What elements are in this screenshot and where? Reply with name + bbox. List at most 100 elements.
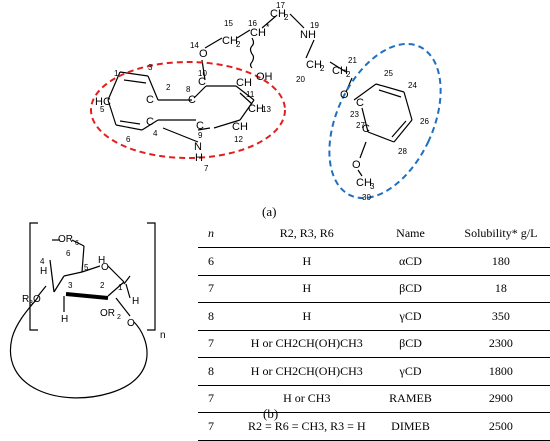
cell-substituents: H xyxy=(244,247,370,276)
table-header-row: n R2, R3, R6 Name Solubility* g/L xyxy=(198,220,550,248)
cell-name: γCD xyxy=(369,357,452,386)
table-row: 6 H αCD 180 xyxy=(198,247,550,276)
cd-pos-1: 1 xyxy=(118,283,123,292)
cell-name: βCD xyxy=(369,330,452,358)
cd-pos-2: 2 xyxy=(100,281,105,290)
cd-pos-4: 4 xyxy=(40,257,45,266)
cd-n: n xyxy=(160,330,166,341)
atom-nh: NH xyxy=(300,29,316,41)
cell-solubility: 2500 xyxy=(451,412,550,441)
num-10: 10 xyxy=(198,69,207,78)
num-17: 17 xyxy=(276,1,285,10)
caption-a: (a) xyxy=(262,204,277,219)
table-row: 7 H βCD 18 xyxy=(198,275,550,303)
header-solubility: Solubility* g/L xyxy=(451,220,550,248)
atom-o29: O xyxy=(352,159,361,171)
cell-substituents: H or CH3 xyxy=(244,385,370,413)
cell-solubility: 180 xyxy=(451,247,550,276)
cell-solubility: 1800 xyxy=(451,357,550,386)
cell-substituents: H xyxy=(244,275,370,303)
cd-h-bottom: H xyxy=(61,314,68,325)
carbazole-highlight xyxy=(90,61,286,159)
cd-o-bottom: O xyxy=(127,318,135,329)
cell-name: βCD xyxy=(369,275,452,303)
atom-ch2-17-sub: 2 xyxy=(284,13,289,22)
cell-solubility: 18 xyxy=(451,275,550,303)
num-11: 11 xyxy=(246,90,255,99)
cell-name: RAMEB xyxy=(369,385,452,413)
atom-c27: C xyxy=(362,123,370,135)
cd-r3o-sub: 3 xyxy=(29,300,33,307)
atom-ch-13: CH xyxy=(248,103,264,115)
atom-ch2-20: CH xyxy=(306,59,322,71)
cd-h-left: H xyxy=(40,266,47,277)
num-19: 19 xyxy=(310,21,319,30)
cd-or6: OR xyxy=(58,234,73,245)
num-6: 6 xyxy=(126,135,131,144)
num-24: 24 xyxy=(408,81,417,90)
atom-o22: O xyxy=(340,89,349,101)
num-9: 9 xyxy=(198,131,203,140)
cd-or2-sub: 2 xyxy=(117,314,121,321)
num-12: 12 xyxy=(234,135,243,144)
table-row: 7 H or CH2CH(OH)CH3 βCD 2300 xyxy=(198,330,550,358)
carvedilol-structure: HC C C C C C CH CH CH N H O CH 2 CH * OH… xyxy=(90,1,442,202)
num-1: 1 xyxy=(114,69,119,78)
cell-substituents: H or CH2CH(OH)CH3 xyxy=(244,330,370,358)
cd-r3o-o: O xyxy=(33,294,41,305)
cell-n: 7 xyxy=(198,275,245,303)
cd-or6-sub: 6 xyxy=(75,240,79,247)
atom-h: H xyxy=(195,152,203,164)
num-4: 4 xyxy=(153,129,158,138)
atom-ch2-21-sub: 2 xyxy=(346,70,351,79)
cell-substituents: H xyxy=(244,302,370,331)
table-row: 8 H γCD 350 xyxy=(198,302,550,331)
cell-solubility: 350 xyxy=(451,302,550,331)
header-name: Name xyxy=(369,220,452,248)
atom-ch-16: CH xyxy=(250,27,266,39)
caption-b: (b) xyxy=(263,406,279,421)
table-row: 7 H or CH3 RAMEB 2900 xyxy=(198,385,550,413)
header-substituents: R2, R3, R6 xyxy=(244,220,370,248)
methoxyphenoxy-highlight xyxy=(328,42,442,200)
num-15: 15 xyxy=(224,19,233,28)
cd-pos-5: 5 xyxy=(84,263,89,272)
table-row: 7 R2 = R6 = CH3, R3 = H DIMEB 2500 xyxy=(198,412,550,441)
num-2: 2 xyxy=(166,83,171,92)
num-21: 21 xyxy=(348,56,357,65)
cell-solubility: 2900 xyxy=(451,385,550,413)
cyclodextrin-table: n R2, R3, R6 Name Solubility* g/L 6 H αC… xyxy=(198,220,550,441)
atom-oh: OH xyxy=(256,71,273,83)
cd-ring-o: O xyxy=(101,262,109,273)
num-14: 14 xyxy=(190,41,199,50)
num-7: 7 xyxy=(204,164,209,173)
atom-ch-11: CH xyxy=(236,77,252,89)
num-3: 3 xyxy=(148,63,153,72)
cell-name: γCD xyxy=(369,302,452,331)
cd-r3o: R xyxy=(22,294,29,305)
num-28: 28 xyxy=(398,147,407,156)
cell-n: 7 xyxy=(198,412,245,441)
num-30: 30 xyxy=(362,193,371,202)
atom-c9: C xyxy=(196,120,204,132)
cd-pos-3: 3 xyxy=(68,281,73,290)
cd-pos-6: 6 xyxy=(66,249,71,258)
cell-n: 8 xyxy=(198,302,245,331)
cell-substituents: H or CH2CH(OH)CH3 xyxy=(244,357,370,386)
cd-h-right: H xyxy=(132,296,139,307)
num-25: 25 xyxy=(384,69,393,78)
atom-c8: C xyxy=(188,94,196,106)
header-n: n xyxy=(198,220,245,248)
atom-o14: O xyxy=(199,48,208,60)
atom-c10: C xyxy=(198,76,206,88)
atom-ch2-15: CH xyxy=(222,35,238,47)
atom-ch2-17: CH xyxy=(270,8,286,20)
atom-ch3: CH xyxy=(356,177,372,189)
atom-c23: C xyxy=(356,97,364,109)
atom-ch3-sub: 3 xyxy=(370,182,375,191)
atom-n: N xyxy=(194,141,202,153)
chiral-star: * xyxy=(266,22,270,32)
cyclodextrin-structure: OR 6 R 3 O OR 2 O O H H H H n 1 2 3 4 5 … xyxy=(9,222,166,399)
atom-ch-12: CH xyxy=(232,121,248,133)
cd-h-top: H xyxy=(98,255,105,266)
